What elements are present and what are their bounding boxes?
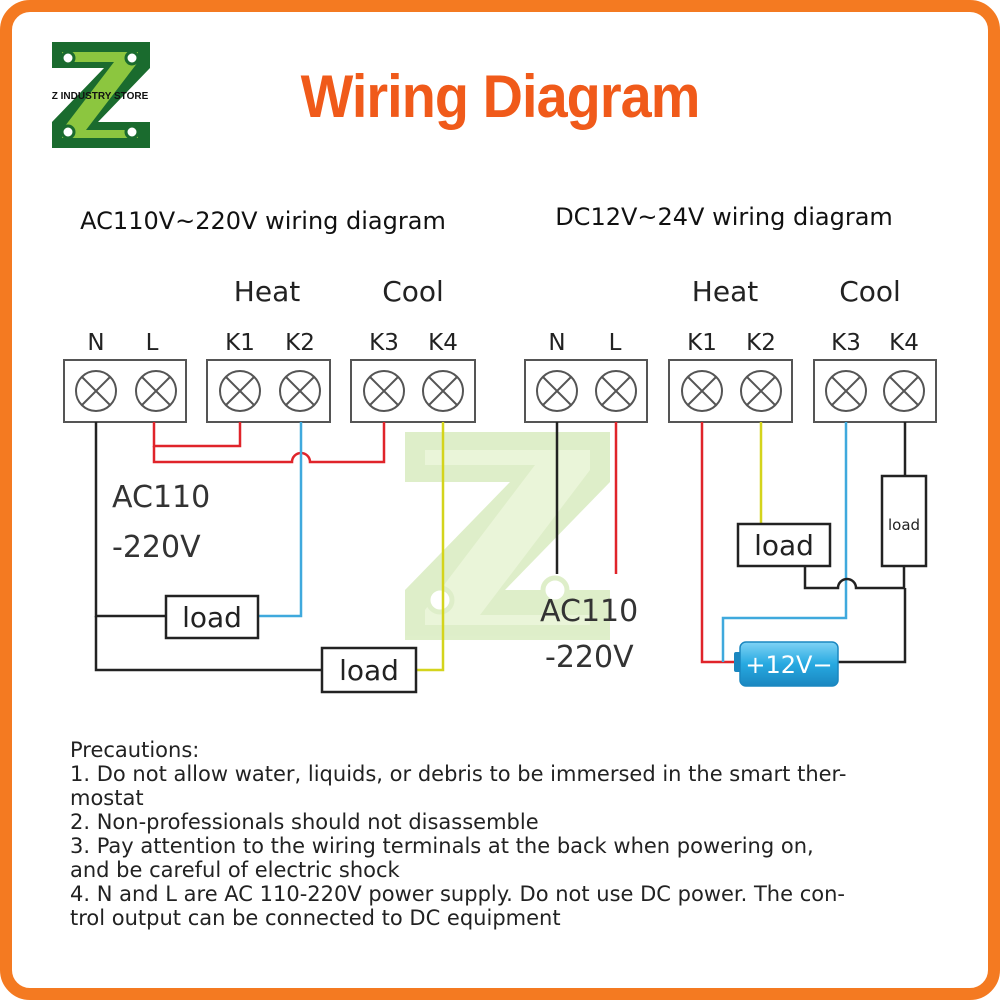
dc-terminal-block-heat [668,359,793,423]
watermark-logo [405,432,610,640]
dc-wires [555,422,907,664]
dc-load2-label: load [888,516,920,534]
dc-terminal-k2-label: K2 [746,330,776,356]
battery-icon: +12V− [734,641,839,687]
ac-wire-n-load2 [94,616,322,672]
ac-load2-label: load [339,654,399,687]
dc-cool-label: Cool [839,275,901,308]
ac-load1-box: load [164,594,260,640]
dc-terminal-l-label: L [609,330,622,356]
ac-terminal-k3-label: K3 [369,330,399,356]
dc-terminal-k3-label: K3 [831,330,861,356]
ac-supply-label-line1: AC110 [112,480,210,515]
dc-terminal-k4-label: K4 [889,330,919,356]
precaution-line: 1. Do not allow water, liquids, or debri… [70,762,847,786]
dc-wire-load-return [803,566,906,590]
ac-wire-n-load1 [94,422,166,618]
dc-supply-label-line2: -220V [545,640,634,675]
precaution-line: 3. Pay attention to the wiring terminals… [70,834,814,858]
dc-load1-box: load [736,522,832,568]
dc-terminal-n-label: N [548,330,565,356]
precaution-line: mostat [70,786,144,810]
precautions-section: Precautions: 1. Do not allow water, liqu… [70,738,930,930]
dc-wire-k1-battery [700,422,740,664]
ac-wires [94,422,445,672]
ac-load2-box: load [320,646,418,694]
ac-wire-l-k3 [152,422,386,464]
precautions-heading: Precautions: [70,738,200,762]
dc-load1-label: load [754,529,814,562]
ac-wire-k4-load2 [416,422,445,672]
dc-terminal-k1-label: K1 [687,330,717,356]
ac-heading: AC110V~220V wiring diagram [80,207,446,235]
ac-load1-label: load [182,601,242,634]
ac-wire-k2-load1 [258,422,303,618]
dc-heat-label: Heat [692,275,758,308]
ac-terminal-k2-label: K2 [285,330,315,356]
precaution-line: 2. Non-professionals should not disassem… [70,810,539,834]
ac-terminal-block-power [63,359,187,423]
ac-supply-label-line2: -220V [112,530,201,565]
battery-label: +12V− [745,651,832,679]
ac-cool-label: Cool [382,275,444,308]
precaution-line: 4. N and L are AC 110-220V power supply.… [70,882,845,906]
dc-wire-battery-neg [838,588,907,664]
ac-terminal-k1-label: K1 [225,330,255,356]
ac-wire-l-k1 [152,422,242,448]
ac-terminal-l-label: L [146,330,159,356]
dc-wire-k3-battery [721,422,848,662]
dc-terminal-block-power [524,359,648,423]
dc-supply-label-line1: AC110 [540,594,638,629]
precaution-line: trol output can be connected to DC equip… [70,906,561,930]
brand-logo: Z INDUSTRY STORE [52,42,150,148]
brand-name: Z INDUSTRY STORE [52,91,149,102]
ac-terminal-k4-label: K4 [428,330,458,356]
precaution-line: and be careful of electric shock [70,858,400,882]
dc-load2-box: load [880,474,928,568]
ac-terminal-block-heat [206,359,331,423]
ac-terminal-n-label: N [87,330,104,356]
dc-terminal-block-cool [813,359,937,423]
ac-terminal-block-cool [350,359,476,423]
dc-heading: DC12V~24V wiring diagram [555,203,893,231]
page-title: Wiring Diagram [300,63,701,130]
ac-heat-label: Heat [234,275,300,308]
